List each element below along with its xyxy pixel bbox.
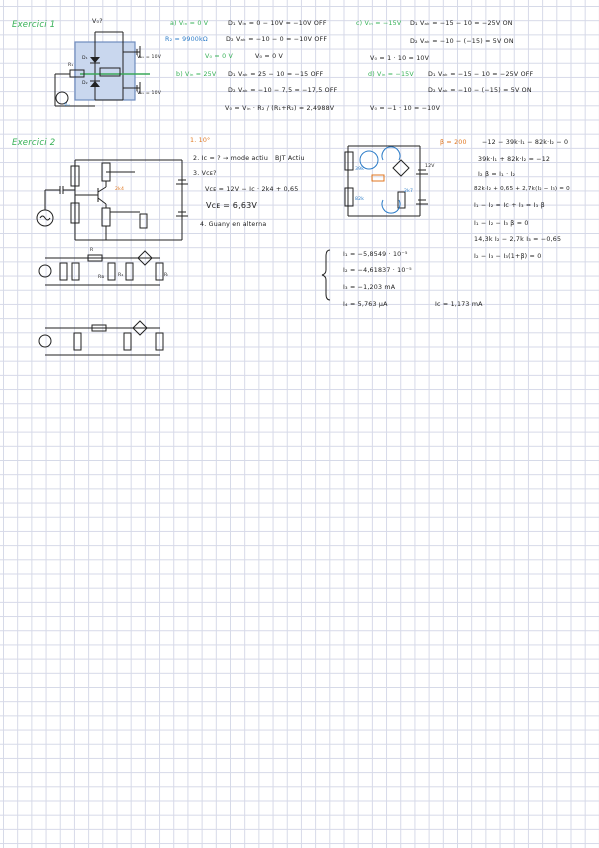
- ex2-transistor-circuit: [36, 159, 188, 241]
- ex2-eq3: 82k·I₂ + 0,65 + 2,7k(I₂ − I₃) = 0: [474, 186, 570, 192]
- ex2-beta: β = 200: [440, 139, 467, 146]
- ex2-eq2: I₂ β = I₁ · I₂: [478, 171, 516, 178]
- ex1-label-r1: R₁: [68, 63, 74, 68]
- ex1-a-d2: D₂ Vₐₖ = −10 − 0 = −10V OFF: [226, 36, 328, 43]
- ex2-small-signal-2: [38, 320, 164, 356]
- ex2-eq4: I₁ − I₂ = Iᴄ + I₃ = I₃ β: [474, 202, 545, 209]
- ex2-small-signal-1: [38, 250, 164, 286]
- ex1-b-heading: b) Vᵢₙ = 25V: [176, 71, 217, 78]
- ex1-d-d2: D₂ Vₐₖ = −10 − (−15) = 5V ON: [428, 87, 532, 94]
- ex2-label-rin: R: [90, 248, 94, 253]
- ex2-sol1: I₁ = −5,8549 · 10⁻⁵: [343, 251, 408, 258]
- ex2-sol2: I₂ = −4,61837 · 10⁻⁵: [343, 267, 412, 274]
- ex1-d-vo: V₀ = −1 · 10 = −10V: [370, 105, 441, 112]
- ex2-label-r-bottom: 82k: [355, 197, 365, 202]
- ex1-c-heading: c) Vᵢₙ = −15V: [356, 20, 402, 27]
- ex1-b-d2: D₂ Vₐₖ = −10 − 7,5 = −17,5 OFF: [228, 87, 338, 94]
- ex2-item1: 1. 10°: [190, 137, 211, 144]
- ex2-eq5: I₁ − I₂ − I₃ β = 0: [474, 220, 529, 227]
- ex1-question: V₀?: [92, 18, 103, 25]
- ex1-r-eq: R₂ = 9900kΩ: [165, 36, 208, 43]
- ex2-label-rl: Rₗ: [164, 273, 169, 278]
- ex2-item2-extra: BJT Actiu: [275, 155, 305, 162]
- ex2-label-rd: R₄: [118, 273, 124, 278]
- ex2-label-rb: Rʙ: [98, 275, 105, 280]
- ex1-label-vcc-neg: Vₛₛ = 10V: [137, 91, 162, 96]
- ex2-ic: Iᴄ = 1,173 mA: [435, 301, 483, 308]
- ex2-eq6: 14,3k I₂ − 2,7k I₃ = −0,65: [474, 236, 562, 243]
- ex2-item2: 2. Iᴄ = ? → mode actiu: [193, 155, 269, 162]
- ex2-item4: 4. Guany en alterna: [200, 221, 267, 228]
- ex1-circuit: [54, 31, 150, 107]
- ex2-label-rc: 2k4: [115, 187, 125, 192]
- ex2-eq7: I₂ − I₃ − I₃(1+β) = 0: [474, 253, 542, 260]
- ex1-c-d1: D₁ Vₐₖ = −15 − 10 = −25V ON: [410, 20, 513, 27]
- ex1-heading: Exercici 1: [12, 20, 56, 30]
- ex1-c-vo: V₀ = 1 · 10 = 10V: [370, 55, 430, 62]
- ex1-a-d1: D₁ Vᵢₙ = 0 − 10V = −10V OFF: [228, 20, 327, 27]
- ex2-bias-circuit: [321, 145, 428, 301]
- ex1-label-d1: D₁: [82, 56, 88, 61]
- ex1-c-d2: D₂ Vₐₖ = −10 − (−15) = 5V ON: [410, 38, 514, 45]
- ex2-label-re: 2k7: [404, 189, 414, 194]
- ex1-vo-a: V₀ = 0 V: [205, 53, 234, 60]
- ex2-vce-val: Vᴄᴇ = 6,63V: [206, 201, 258, 210]
- ex1-a-heading: a) Vᵢₙ = 0 V: [170, 20, 209, 27]
- ex2-top-eq: −12 − 39k·I₁ − 82k·I₂ − 0: [482, 139, 569, 146]
- ex1-label-vin: Vᵢₙ: [64, 103, 71, 108]
- ex2-sol4: I₄ = 5,763 μA: [343, 301, 388, 308]
- ex1-b-vo: V₀ = Vᵢₙ · R₂ / (R₁+R₂) = 2,4988V: [225, 105, 335, 112]
- ex1-d-heading: d) Vᵢₙ = −15V: [368, 71, 414, 78]
- ex2-heading: Exercici 2: [12, 138, 56, 148]
- ex1-d-d1: D₁ Vₐₖ = −15 − 10 = −25V OFF: [428, 71, 534, 78]
- ex2-item3: 3. Vᴄᴇ?: [193, 170, 217, 177]
- ex2-label-r-top: 39k: [355, 167, 365, 172]
- ex1-label-d2: D₂: [82, 81, 88, 86]
- ex2-label-vcc: 12V: [425, 164, 435, 169]
- ex1-vo-a2: V₀ = 0 V: [255, 53, 284, 60]
- ex2-sol3: I₃ = −1,203 mA: [343, 284, 396, 291]
- ex2-vce-eq: Vᴄᴇ = 12V − Iᴄ · 2k4 + 0,65: [205, 186, 299, 193]
- ex1-label-vcc-pos: Vₛₛ = 10V: [137, 55, 162, 60]
- ex2-eq1: 39k·I₁ + 82k·I₂ = −12: [478, 156, 551, 163]
- ex1-b-d1: D₁ Vₐₖ = 25 − 10 = −15 OFF: [228, 71, 324, 78]
